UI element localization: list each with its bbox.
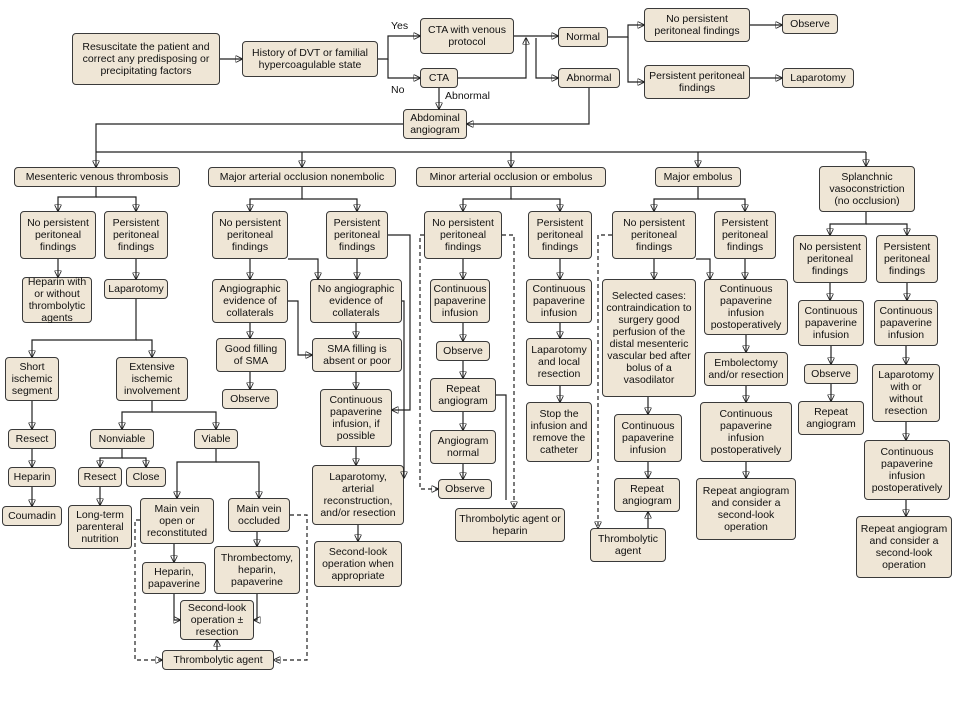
c3-thrombolytic-box: Thrombolytic agent or heparin xyxy=(455,508,565,542)
abdominal-angiogram-box: Abdominal angiogram xyxy=(403,109,467,139)
c3-observe2-box: Observe xyxy=(438,479,492,499)
no-persistent-top-box: No persistent peritoneal findings xyxy=(644,8,750,42)
c1-no-persistent-box: No persistent peritoneal findings xyxy=(20,211,96,259)
c1-laparotomy-box: Laparotomy xyxy=(104,279,168,299)
c2-observe-box: Observe xyxy=(222,389,278,409)
c4-continuous-papaverine-post2-box: Continuous papaverine infusion postopera… xyxy=(700,402,792,462)
c2-laparotomy-arterial-box: Laparotomy, arterial reconstruction, and… xyxy=(312,465,404,525)
c1-long-term-box: Long-term parenteral nutrition xyxy=(68,505,132,549)
c2-angio-evidence-box: Angiographic evidence of collaterals xyxy=(212,279,288,323)
major-embolus-box: Major embolus xyxy=(655,167,741,187)
c3-repeat-angiogram-box: Repeat angiogram xyxy=(430,378,496,412)
normal-box: Normal xyxy=(558,27,608,47)
c1-viable-box: Viable xyxy=(194,429,238,449)
c1-resect2-box: Resect xyxy=(78,467,122,487)
c5-continuous-papaverine-post-box: Continuous papaverine infusion postopera… xyxy=(864,440,950,500)
c3-continuous-papaverine-right-box: Continuous papaverine infusion xyxy=(526,279,592,323)
c1-extensive-box: Extensive ischemic involvement xyxy=(116,357,188,401)
c2-no-persistent-box: No persistent peritoneal findings xyxy=(212,211,288,259)
c1-heparin-box: Heparin with or without thrombolytic age… xyxy=(22,276,92,324)
abnormal-edge-label: Abnormal xyxy=(445,90,490,102)
minor-arterial-box: Minor arterial occlusion or embolus xyxy=(416,167,606,187)
c3-laparotomy-local-box: Laparotomy and local resection xyxy=(526,338,592,386)
cta-box: CTA xyxy=(420,68,458,88)
cta-venous-box: CTA with venous protocol xyxy=(420,18,514,54)
c4-no-persistent-box: No persistent peritoneal findings xyxy=(612,211,696,259)
c2-persistent-box: Persistent peritoneal findings xyxy=(326,211,388,259)
c4-continuous-papaverine-post-box: Continuous papaverine infusion postopera… xyxy=(704,279,788,335)
abnormal-box: Abnormal xyxy=(558,68,620,88)
c1-vein-open-box: Main vein open or reconstituted xyxy=(140,498,214,544)
c1-second-look-box: Second-look operation ± resection xyxy=(180,600,254,640)
c1-close-box: Close xyxy=(126,467,166,487)
resuscitate-box: Resuscitate the patient and correct any … xyxy=(72,33,220,85)
c2-sma-absent-box: SMA filling is absent or poor xyxy=(312,338,402,372)
observe-top-box: Observe xyxy=(782,14,838,34)
major-arterial-nonembolic-box: Major arterial occlusion nonembolic xyxy=(208,167,396,187)
c1-thrombolytic-box: Thrombolytic agent xyxy=(162,650,274,670)
c5-continuous-papaverine-right-box: Continuous papaverine infusion xyxy=(874,300,938,346)
c1-persistent-box: Persistent peritoneal findings xyxy=(104,211,168,259)
c5-observe-box: Observe xyxy=(804,364,858,384)
c1-short-segment-box: Short ischemic segment xyxy=(5,357,59,401)
c2-continuous-papaverine-box: Continuous papaverine infusion, if possi… xyxy=(320,389,392,447)
laparotomy-top-box: Laparotomy xyxy=(782,68,854,88)
c2-no-angio-evidence-box: No angiographic evidence of collaterals xyxy=(310,279,402,323)
no-label: No xyxy=(391,84,405,96)
c4-thrombolytic-box: Thrombolytic agent xyxy=(590,528,666,562)
c3-no-persistent-box: No persistent peritoneal findings xyxy=(424,211,502,259)
c1-vein-occluded-box: Main vein occluded xyxy=(228,498,290,532)
c3-angiogram-normal-box: Angiogram normal xyxy=(430,430,496,464)
c2-second-look-box: Second-look operation when appropriate xyxy=(314,541,402,587)
c4-persistent-box: Persistent peritoneal findings xyxy=(714,211,776,259)
mesenteric-venous-thrombosis-box: Mesenteric venous thrombosis xyxy=(14,167,180,187)
c4-continuous-papaverine-box: Continuous papaverine infusion xyxy=(614,414,682,462)
c3-stop-infusion-box: Stop the infusion and remove the cathete… xyxy=(526,402,592,462)
c5-repeat-angiogram-box: Repeat angiogram xyxy=(798,401,864,435)
c1-nonviable-box: Nonviable xyxy=(90,429,154,449)
splanchnic-box: Splanchnic vasoconstriction (no occlusio… xyxy=(819,166,915,212)
c1-thrombectomy-box: Thrombectomy, heparin, papaverine xyxy=(214,546,300,594)
c4-selected-cases-box: Selected cases: contraindication to surg… xyxy=(602,279,696,397)
c4-repeat-consider-box: Repeat angiogram and consider a second-l… xyxy=(696,478,796,540)
c5-repeat-consider-box: Repeat angiogram and consider a second-l… xyxy=(856,516,952,578)
yes-label: Yes xyxy=(391,20,409,32)
c4-repeat-angiogram-box: Repeat angiogram xyxy=(614,478,680,512)
